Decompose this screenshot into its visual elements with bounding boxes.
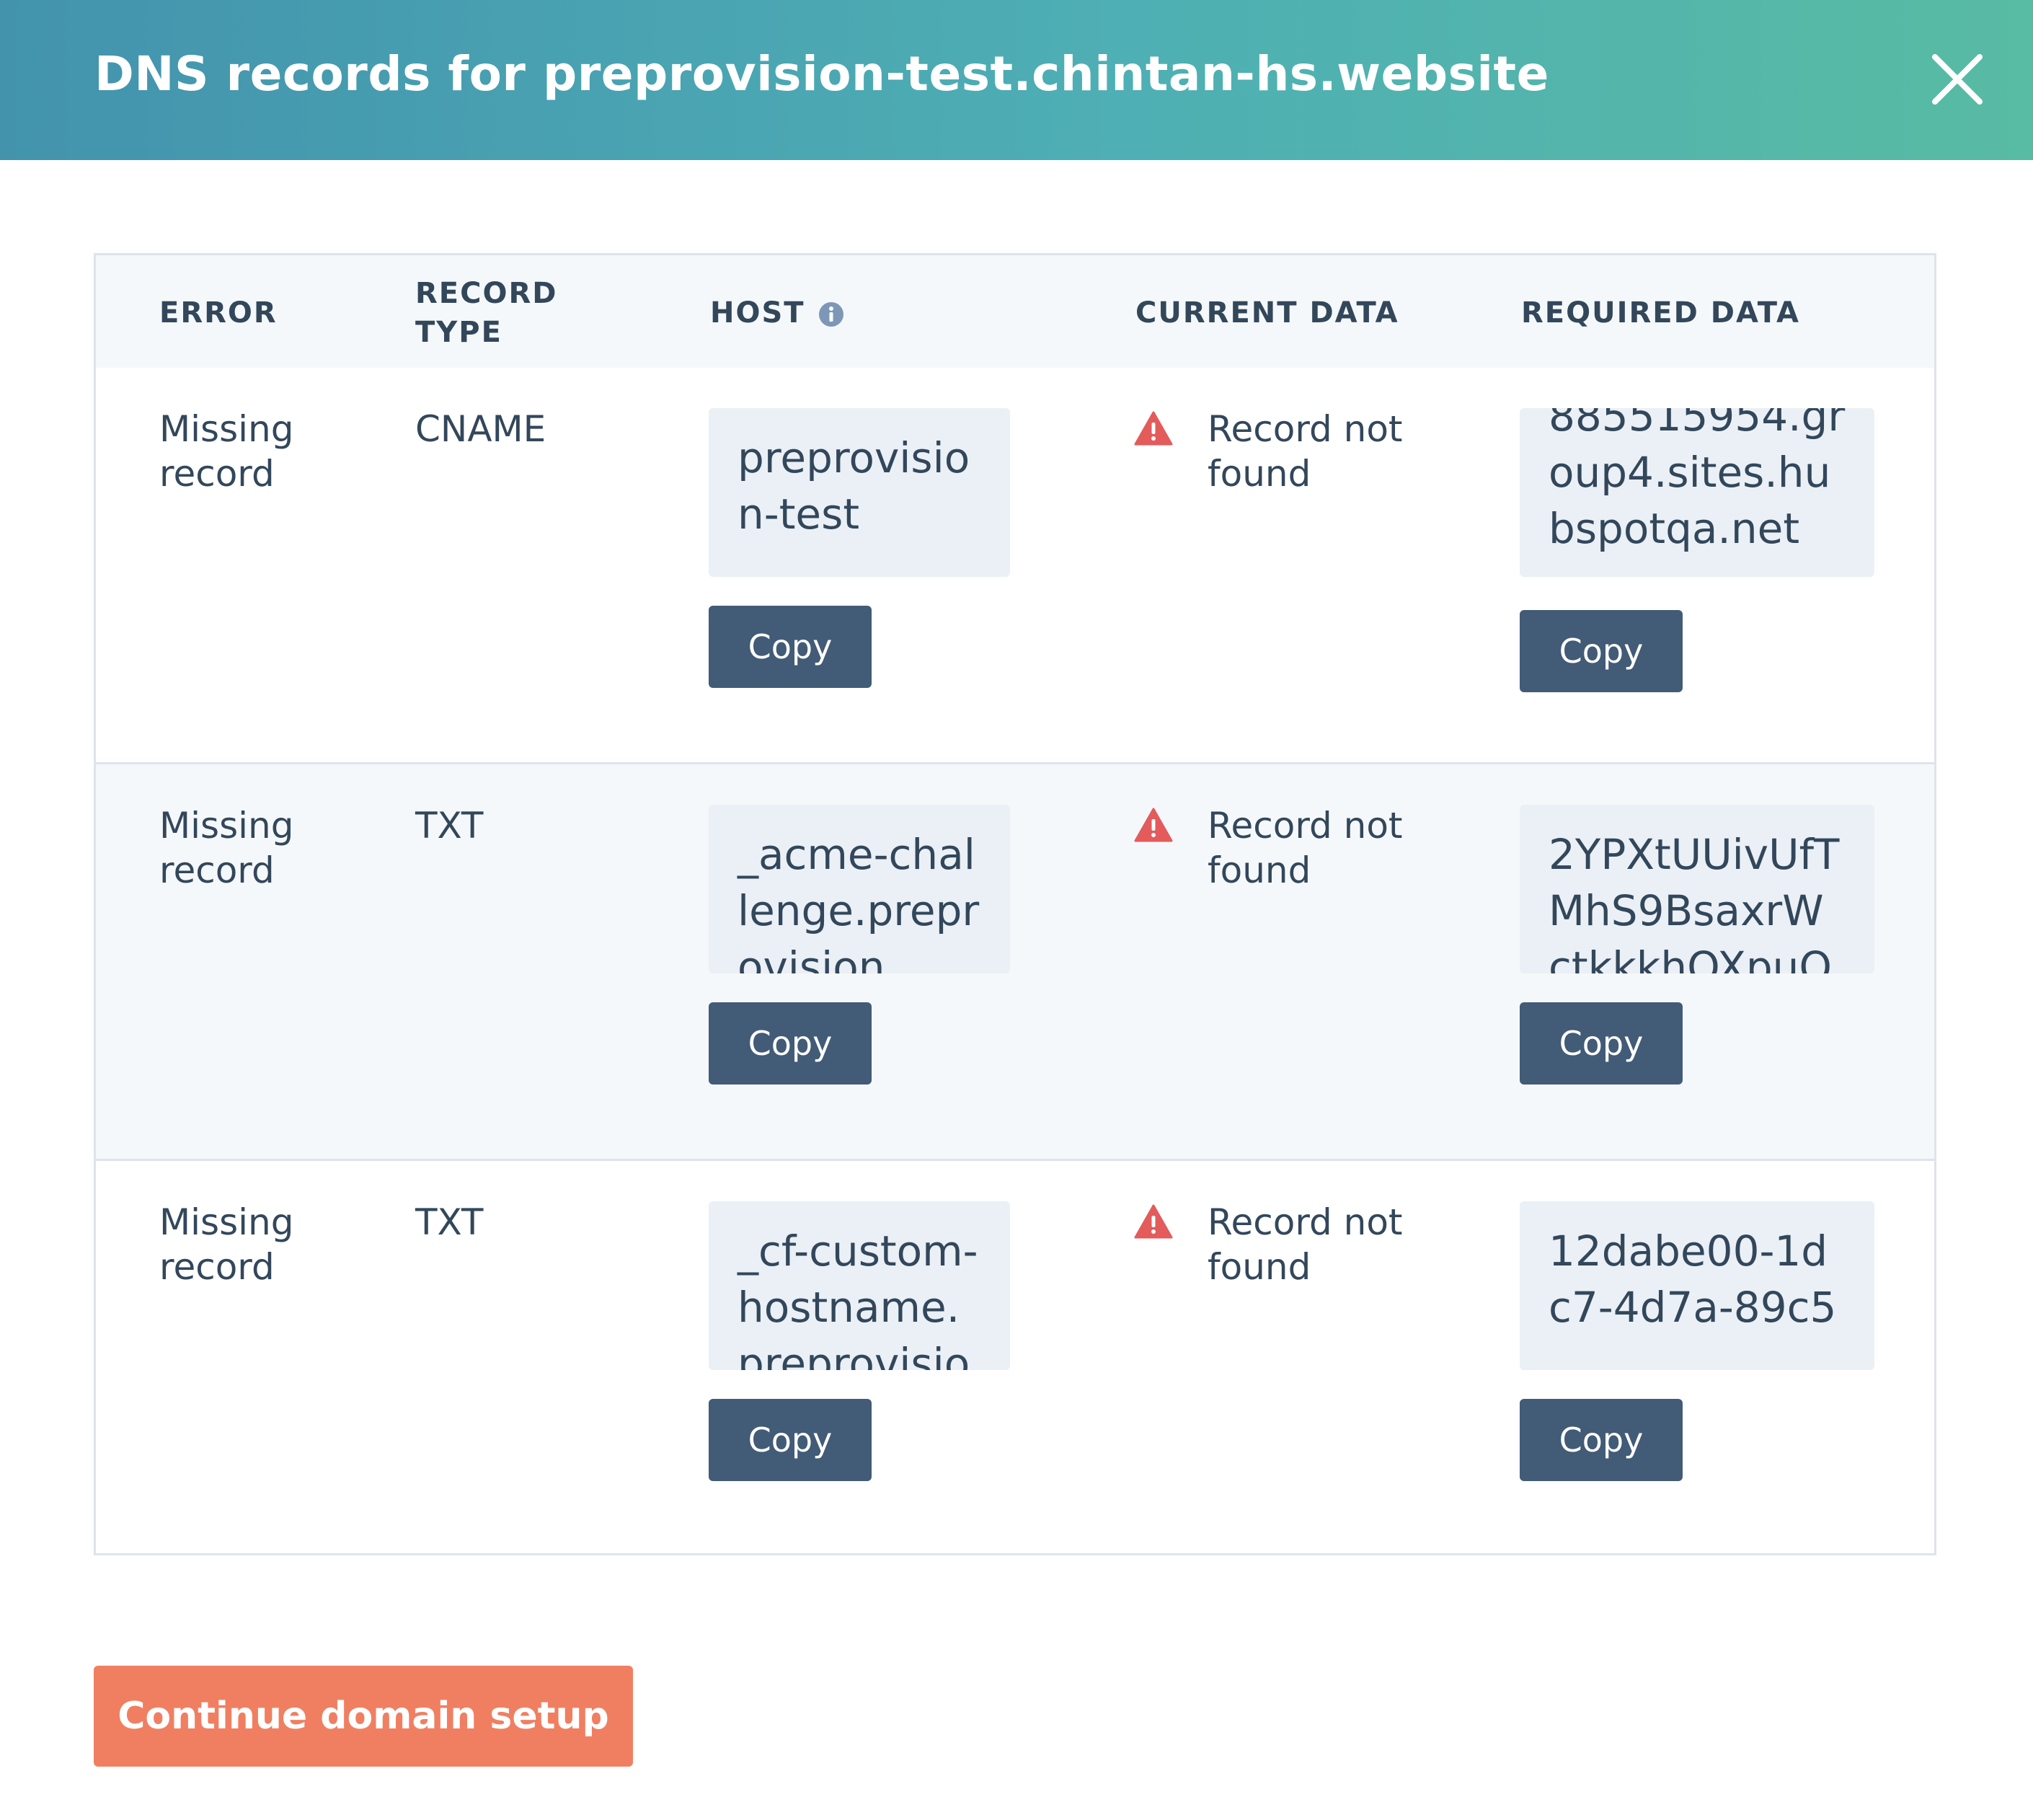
column-header-record-type-line1: RECORD	[415, 277, 558, 310]
column-header-host: HOST	[710, 293, 844, 332]
dialog-title: DNS records for preprovision-test.chinta…	[94, 46, 1549, 102]
error-cell: Missing record	[159, 1201, 294, 1288]
table-row: Missing record TXT _cf-custom-hostname.p…	[96, 1161, 1934, 1553]
required-data-box[interactable]: 885515954.group4.sites.hubspotqa.net	[1520, 408, 1874, 577]
error-cell: Missing record	[159, 805, 294, 891]
continue-domain-setup-button[interactable]: Continue domain setup	[94, 1666, 633, 1767]
copy-host-button[interactable]: Copy	[709, 606, 872, 688]
table-header: ERROR RECORD TYPE HOST CURRENT DATA REQU…	[96, 255, 1934, 370]
current-data-cell: Record not found	[1208, 408, 1403, 495]
current-data-cell: Record not found	[1208, 1201, 1403, 1288]
required-data-box[interactable]: 2YPXtUUivUfTMhS9BsaxrWctkkkhOXpuOfN	[1520, 805, 1874, 973]
column-header-current-data: CURRENT DATA	[1135, 296, 1399, 330]
warning-icon	[1134, 411, 1173, 446]
warning-icon	[1134, 808, 1173, 842]
copy-required-data-button[interactable]: Copy	[1520, 1002, 1683, 1085]
host-value-box[interactable]: _cf-custom-hostname.preprovision	[709, 1201, 1010, 1370]
required-data-value: 2YPXtUUivUfTMhS9BsaxrWctkkkhOXpuOfN	[1549, 830, 1840, 973]
current-data-cell: Record not found	[1208, 805, 1403, 891]
column-header-error: ERROR	[159, 296, 278, 330]
warning-icon	[1134, 1204, 1173, 1239]
record-type-cell: TXT	[415, 805, 484, 847]
copy-required-data-button[interactable]: Copy	[1520, 1399, 1683, 1481]
dialog-header: DNS records for preprovision-test.chinta…	[0, 0, 2033, 160]
host-value: _cf-custom-hostname.preprovision	[738, 1227, 978, 1370]
host-value-box[interactable]: preprovision-test	[709, 408, 1010, 577]
column-header-host-label: HOST	[710, 296, 805, 330]
copy-host-button[interactable]: Copy	[709, 1002, 872, 1085]
copy-required-data-button[interactable]: Copy	[1520, 610, 1683, 692]
table-row: Missing record CNAME preprovision-test C…	[96, 368, 1934, 764]
info-icon[interactable]	[818, 301, 844, 327]
column-header-record-type-line2: TYPE	[415, 316, 502, 349]
table-row: Missing record TXT _acme-challenge.prepr…	[96, 764, 1934, 1161]
required-data-box[interactable]: 12dabe00-1dc7-4d7a-89c5	[1520, 1201, 1874, 1370]
dns-records-table: ERROR RECORD TYPE HOST CURRENT DATA REQU…	[94, 253, 1936, 1555]
host-value-box[interactable]: _acme-challenge.preprovision	[709, 805, 1010, 973]
copy-host-button[interactable]: Copy	[709, 1399, 872, 1481]
close-icon[interactable]	[1918, 40, 1997, 119]
column-header-required-data: REQUIRED DATA	[1521, 296, 1800, 330]
record-type-cell: CNAME	[415, 408, 546, 450]
host-value: _acme-challenge.preprovision	[738, 830, 980, 973]
required-data-value: 12dabe00-1dc7-4d7a-89c5	[1549, 1227, 1837, 1332]
record-type-cell: TXT	[415, 1201, 484, 1243]
column-header-record-type: RECORD TYPE	[415, 274, 558, 352]
error-cell: Missing record	[159, 408, 294, 495]
required-data-value: 885515954.group4.sites.hubspotqa.net	[1549, 408, 1846, 553]
host-value: preprovision-test	[738, 433, 970, 539]
